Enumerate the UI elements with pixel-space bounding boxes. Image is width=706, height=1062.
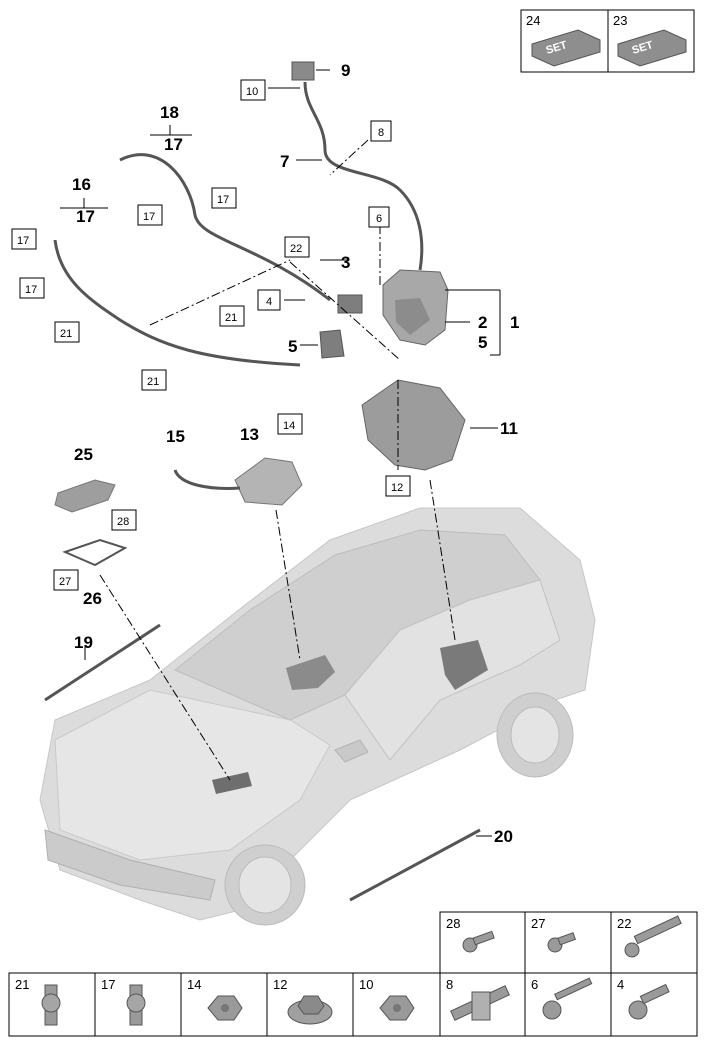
callout-19: 19	[74, 633, 93, 652]
hw-cell-number: 17	[101, 977, 115, 992]
boxed-ref-17-b: 17	[143, 211, 155, 223]
callout-9: 9	[341, 61, 350, 80]
boxed-ref-14: 14	[283, 420, 295, 432]
clip-icon	[126, 984, 146, 1026]
boxed-ref-21-c: 21	[147, 376, 159, 388]
leader-lines	[60, 69, 501, 837]
bolt-icon	[547, 932, 577, 953]
set-badge-icon: SET	[531, 29, 601, 67]
boxed-ref-4: 4	[266, 296, 272, 308]
bracket-part-11	[361, 379, 466, 471]
callout-5: 5	[288, 337, 297, 356]
set-badge-icon: SET	[617, 29, 687, 67]
nut-icon	[207, 995, 243, 1021]
wiring	[44, 81, 481, 902]
callout-1: 1	[510, 313, 519, 332]
hw-cell-number: 6	[531, 977, 538, 992]
set-table: 24 23 SET SET	[520, 9, 695, 73]
boxed-ref-12: 12	[391, 482, 403, 494]
cable-clip-icon	[450, 985, 510, 1021]
module-25	[54, 479, 116, 513]
boxed-references: 10 8 6 22 4 17 17 17 17 21 21 21 14 12 2…	[11, 79, 411, 591]
hw-cell-number: 4	[617, 977, 624, 992]
control-unit-13	[234, 457, 303, 506]
boxed-ref-17-d: 17	[25, 284, 37, 296]
boxed-ref-8: 8	[378, 127, 384, 139]
callout-3: 3	[341, 253, 350, 272]
hw-cell-number: 28	[446, 916, 460, 931]
callout-5-right: 5	[478, 333, 487, 352]
boxed-ref-21-a: 21	[60, 328, 72, 340]
callout-17-left: 17	[76, 207, 95, 226]
boxed-ref-28: 28	[117, 516, 129, 528]
callout-7: 7	[280, 152, 289, 171]
set-cell-number: 24	[526, 13, 540, 28]
set-cell-number: 23	[613, 13, 627, 28]
hw-cell-number: 14	[187, 977, 201, 992]
hw-cell-number: 22	[617, 916, 631, 931]
connector-3	[337, 294, 363, 314]
bolt-icon	[462, 930, 495, 953]
callout-15: 15	[166, 427, 185, 446]
hw-cell-number: 10	[359, 977, 373, 992]
nut-icon	[379, 995, 415, 1021]
callout-20: 20	[494, 827, 513, 846]
boxed-ref-17-c: 17	[217, 194, 229, 206]
callout-11: 11	[500, 419, 518, 438]
holder-5	[319, 329, 345, 359]
hw-cell-number: 21	[15, 977, 29, 992]
callout-26: 26	[83, 589, 102, 608]
vehicle-illustration	[39, 507, 596, 926]
boxed-ref-6: 6	[376, 213, 382, 225]
hw-cell-number: 8	[446, 977, 453, 992]
callout-13: 13	[240, 425, 259, 444]
callout-18: 18	[160, 103, 179, 122]
hardware-table: 28 27 22 21 17 14 12 10 8 6 4	[8, 911, 698, 1037]
boxed-ref-21-b: 21	[225, 312, 237, 324]
callout-2: 2	[478, 313, 487, 332]
boxed-ref-17-a: 17	[17, 235, 29, 247]
boxed-ref-10: 10	[246, 86, 258, 98]
flange-nut-icon	[287, 995, 333, 1025]
callout-25: 25	[74, 445, 93, 464]
callout-17-top: 17	[164, 135, 183, 154]
boxed-ref-22: 22	[290, 243, 302, 255]
hw-cell-number: 12	[273, 977, 287, 992]
boxed-ref-27: 27	[59, 576, 71, 588]
bolt-icon	[628, 983, 670, 1020]
actuator-assembly	[382, 269, 449, 346]
sensor-9	[291, 61, 315, 81]
hw-cell-number: 27	[531, 916, 545, 931]
bracket-26	[62, 538, 128, 567]
long-bolt-icon	[624, 915, 682, 958]
clip-icon	[41, 984, 61, 1026]
callout-labels: 9 7 3 2 1 5 5 11 13 15 16 17 17 18 19 20…	[72, 61, 519, 846]
callout-16: 16	[72, 175, 91, 194]
stud-bolt-icon	[542, 977, 593, 1020]
